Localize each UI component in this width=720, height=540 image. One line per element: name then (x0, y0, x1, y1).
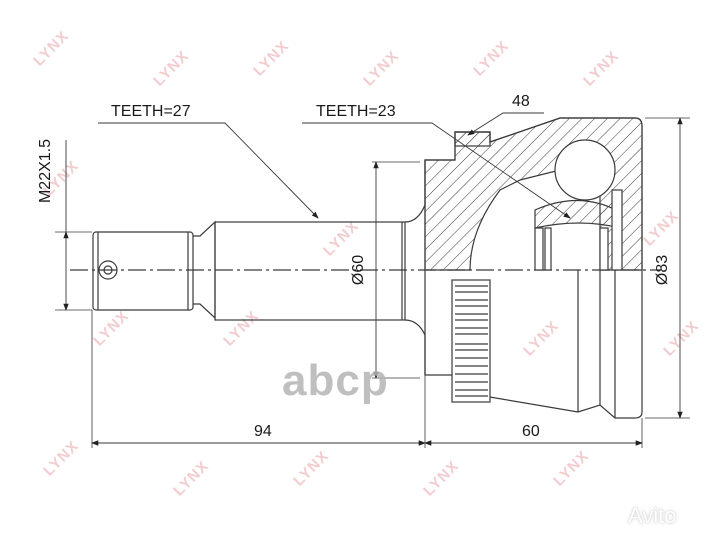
label-teeth-outer: TEETH=27 (111, 103, 191, 120)
label-housing-diameter: Ø83 (654, 254, 671, 286)
label-housing-length: 60 (522, 423, 540, 440)
brand-overlay-text: abcp (282, 356, 389, 405)
label-shaft-diameter: Ø60 (350, 254, 367, 286)
label-thread: M22X1.5 (37, 138, 54, 204)
label-shaft-length: 94 (254, 423, 272, 440)
label-teeth-inner: TEETH=23 (316, 103, 396, 120)
label-abs-teeth: 48 (512, 93, 530, 110)
avito-badge: Avito (628, 503, 677, 528)
